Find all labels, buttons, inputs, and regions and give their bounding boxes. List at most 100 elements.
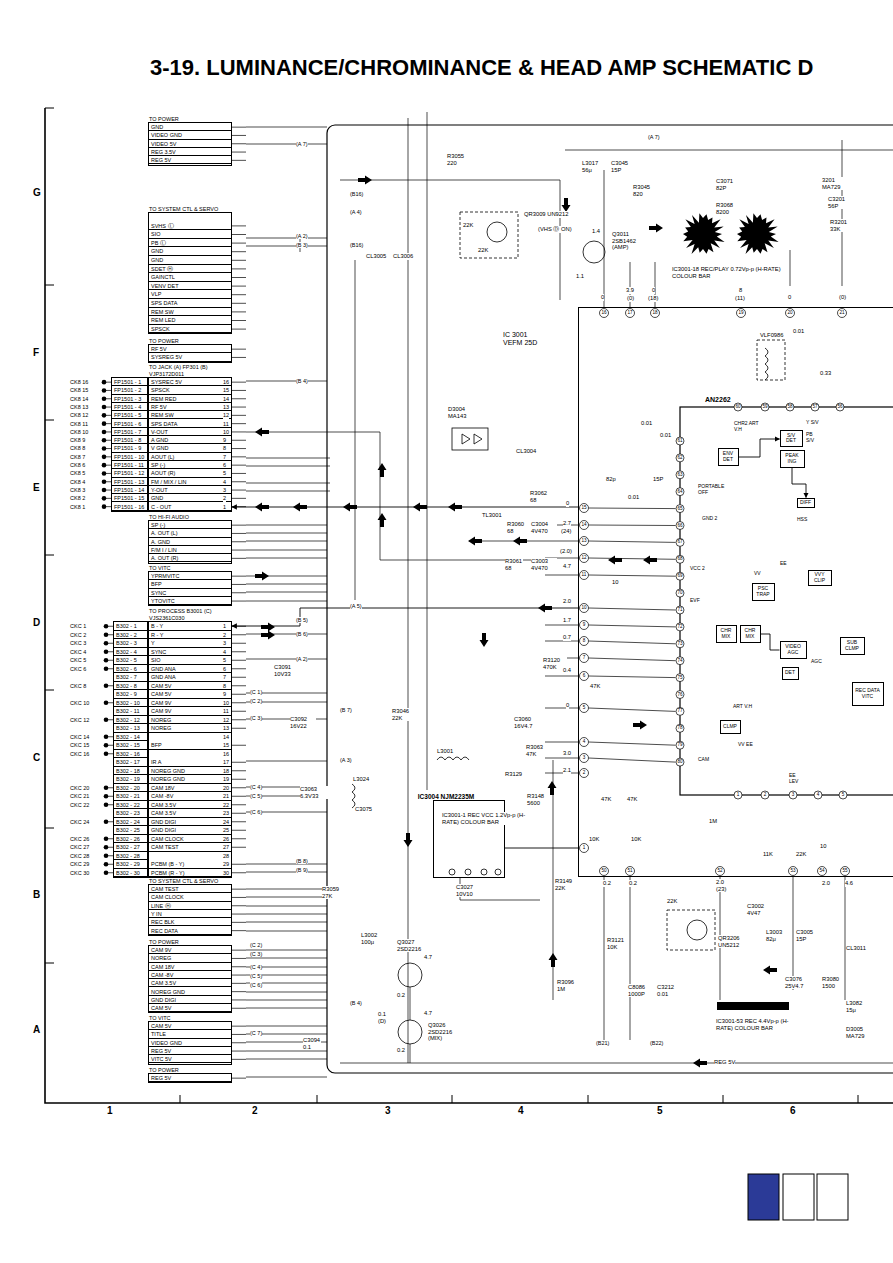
pin-name: B - Y	[149, 622, 231, 631]
grid-number: 2	[252, 1105, 258, 1117]
component-label: C3003 4V470	[531, 558, 557, 571]
pin-number: 14	[223, 734, 229, 740]
ic-pin	[734, 791, 742, 799]
component-label: IC3001-1 REC VCC 1.2Vp-p (H-RATE) COLOUR…	[442, 812, 528, 825]
pin-name: Y-OUT	[149, 486, 231, 494]
connector-ref: CK8 16	[70, 379, 88, 385]
pin-name: B302 - 11	[114, 707, 147, 716]
pin-name: B302 - 2	[114, 631, 147, 640]
grid-letter: F	[33, 347, 39, 359]
component-symbol	[352, 784, 355, 808]
terminal-dot	[102, 488, 107, 493]
terminal-dot	[104, 845, 109, 850]
component-label: IC3001-53 REC 4.4Vp-p (H-RATE) COLOUR BA…	[716, 1018, 792, 1031]
component-label: CL3004	[516, 448, 536, 455]
ic-pin	[737, 309, 746, 318]
pin-number: 25	[223, 827, 229, 833]
pin-name: SPSCK	[149, 325, 231, 334]
terminal-dot	[104, 649, 109, 654]
pin-name: B302 - 16	[114, 750, 147, 759]
ic-pin-number: 72	[677, 625, 682, 630]
ic-pin	[580, 704, 589, 713]
pin-name: FP1501 - 8	[112, 436, 147, 444]
component-label: 10K	[631, 836, 641, 843]
component-label: L3002 100μ	[361, 932, 383, 945]
component-label: 10K	[589, 836, 599, 843]
ic-pin	[789, 867, 798, 876]
component-label: C3091 10V33	[274, 664, 300, 677]
pin-name: PCBM (B - Y)	[149, 860, 231, 869]
component-label: IC3001-18 REC/PLAY 0.72Vp-p (H-RATE) COL…	[672, 266, 782, 279]
terminal-dot	[102, 438, 107, 443]
ic-pin	[676, 623, 684, 631]
pin-name: FP1501 - 14	[112, 486, 147, 494]
component-label: 1.1	[576, 273, 584, 280]
component-label: 15P	[653, 476, 663, 483]
pin-name: GND ANA	[149, 673, 231, 682]
ic-pin-number: 58	[787, 405, 792, 410]
pin-name: CAM TEST	[149, 843, 231, 852]
ic-pin-number: 15	[581, 506, 586, 511]
pin-name: FP1501 - 3	[112, 395, 147, 403]
pin-number: 1	[223, 623, 226, 629]
component-label: 2.0	[822, 880, 830, 887]
terminal-dot	[104, 853, 109, 858]
component-label: 0.01	[793, 328, 804, 335]
grid-letter: A	[33, 1024, 40, 1036]
component-symbol	[487, 222, 507, 242]
block-text: CHR MIX	[718, 628, 735, 639]
pin-name: B302 - 10	[114, 699, 147, 708]
component-symbol	[437, 757, 469, 760]
component-label: 1M	[709, 818, 717, 825]
pin-name: B302 - 9	[114, 690, 147, 699]
terminal-dot	[104, 683, 109, 688]
voltage-value: 8	[739, 287, 742, 294]
component-label: L3017 56μ	[582, 160, 602, 173]
ic-pin-number: 8	[583, 639, 586, 644]
connector-ref: CK8 7	[70, 454, 85, 460]
pin-number: 2	[223, 632, 226, 638]
wire-tag: (A 7)	[296, 141, 308, 147]
block-label: HSS	[797, 517, 807, 523]
pin-number: 13	[223, 725, 229, 731]
pin-name: GND DIGI	[149, 826, 231, 835]
grid-letter: E	[33, 482, 40, 494]
wire	[246, 112, 893, 1077]
connector-block: TO SYSTEM CTL & SERVOCAM TESTCAM CLOCKLI…	[148, 884, 232, 936]
pin-number: 7	[223, 454, 226, 460]
wire-tag: (B 4)	[350, 1000, 362, 1006]
ic-pin-number: 10	[581, 606, 586, 611]
ic-pin-number: 56	[837, 405, 842, 410]
voltage-value: (0)	[839, 294, 846, 301]
function-block: CLMP	[720, 720, 741, 734]
wire-tag: (A 7)	[648, 134, 660, 140]
ic-pin	[734, 403, 742, 411]
ic-pin	[651, 309, 660, 318]
block-heading: TO POWER	[149, 338, 233, 345]
grid-number: 6	[790, 1105, 796, 1117]
block-label: PB S/V	[806, 432, 820, 444]
terminal-dot	[102, 380, 107, 385]
connector-ref: CKC 5	[70, 657, 86, 663]
pin-name: FP1501 - 7	[112, 428, 147, 436]
wire-tag: (B 4)	[296, 378, 308, 384]
pin-name: CAM CLOCK	[149, 835, 231, 844]
pin-name: CAM 3.5V	[149, 801, 231, 810]
component-label: 22K	[667, 898, 677, 905]
terminal-dot	[102, 496, 107, 501]
function-block: REC DATA VITC	[852, 682, 884, 706]
block-label: VV EE	[738, 742, 753, 748]
connector-ref: CKC 30	[70, 870, 89, 876]
component-label: 3201 MA729	[822, 177, 848, 190]
signal-flow-arrow	[255, 428, 269, 437]
wire-tag: (B 6)	[296, 631, 308, 637]
component-label: 4.7	[424, 954, 432, 961]
pin-number: 22	[223, 802, 229, 808]
component-symbol	[352, 212, 785, 1044]
component-label: R3046 22K	[392, 708, 414, 721]
pin-name: B302 - 21	[114, 792, 147, 801]
block-text: AN2262	[705, 396, 731, 403]
component-label: C3060 16V4.7	[514, 716, 542, 729]
signal-connector	[505, 848, 578, 849]
connector-ref: CKC 4	[70, 649, 86, 655]
